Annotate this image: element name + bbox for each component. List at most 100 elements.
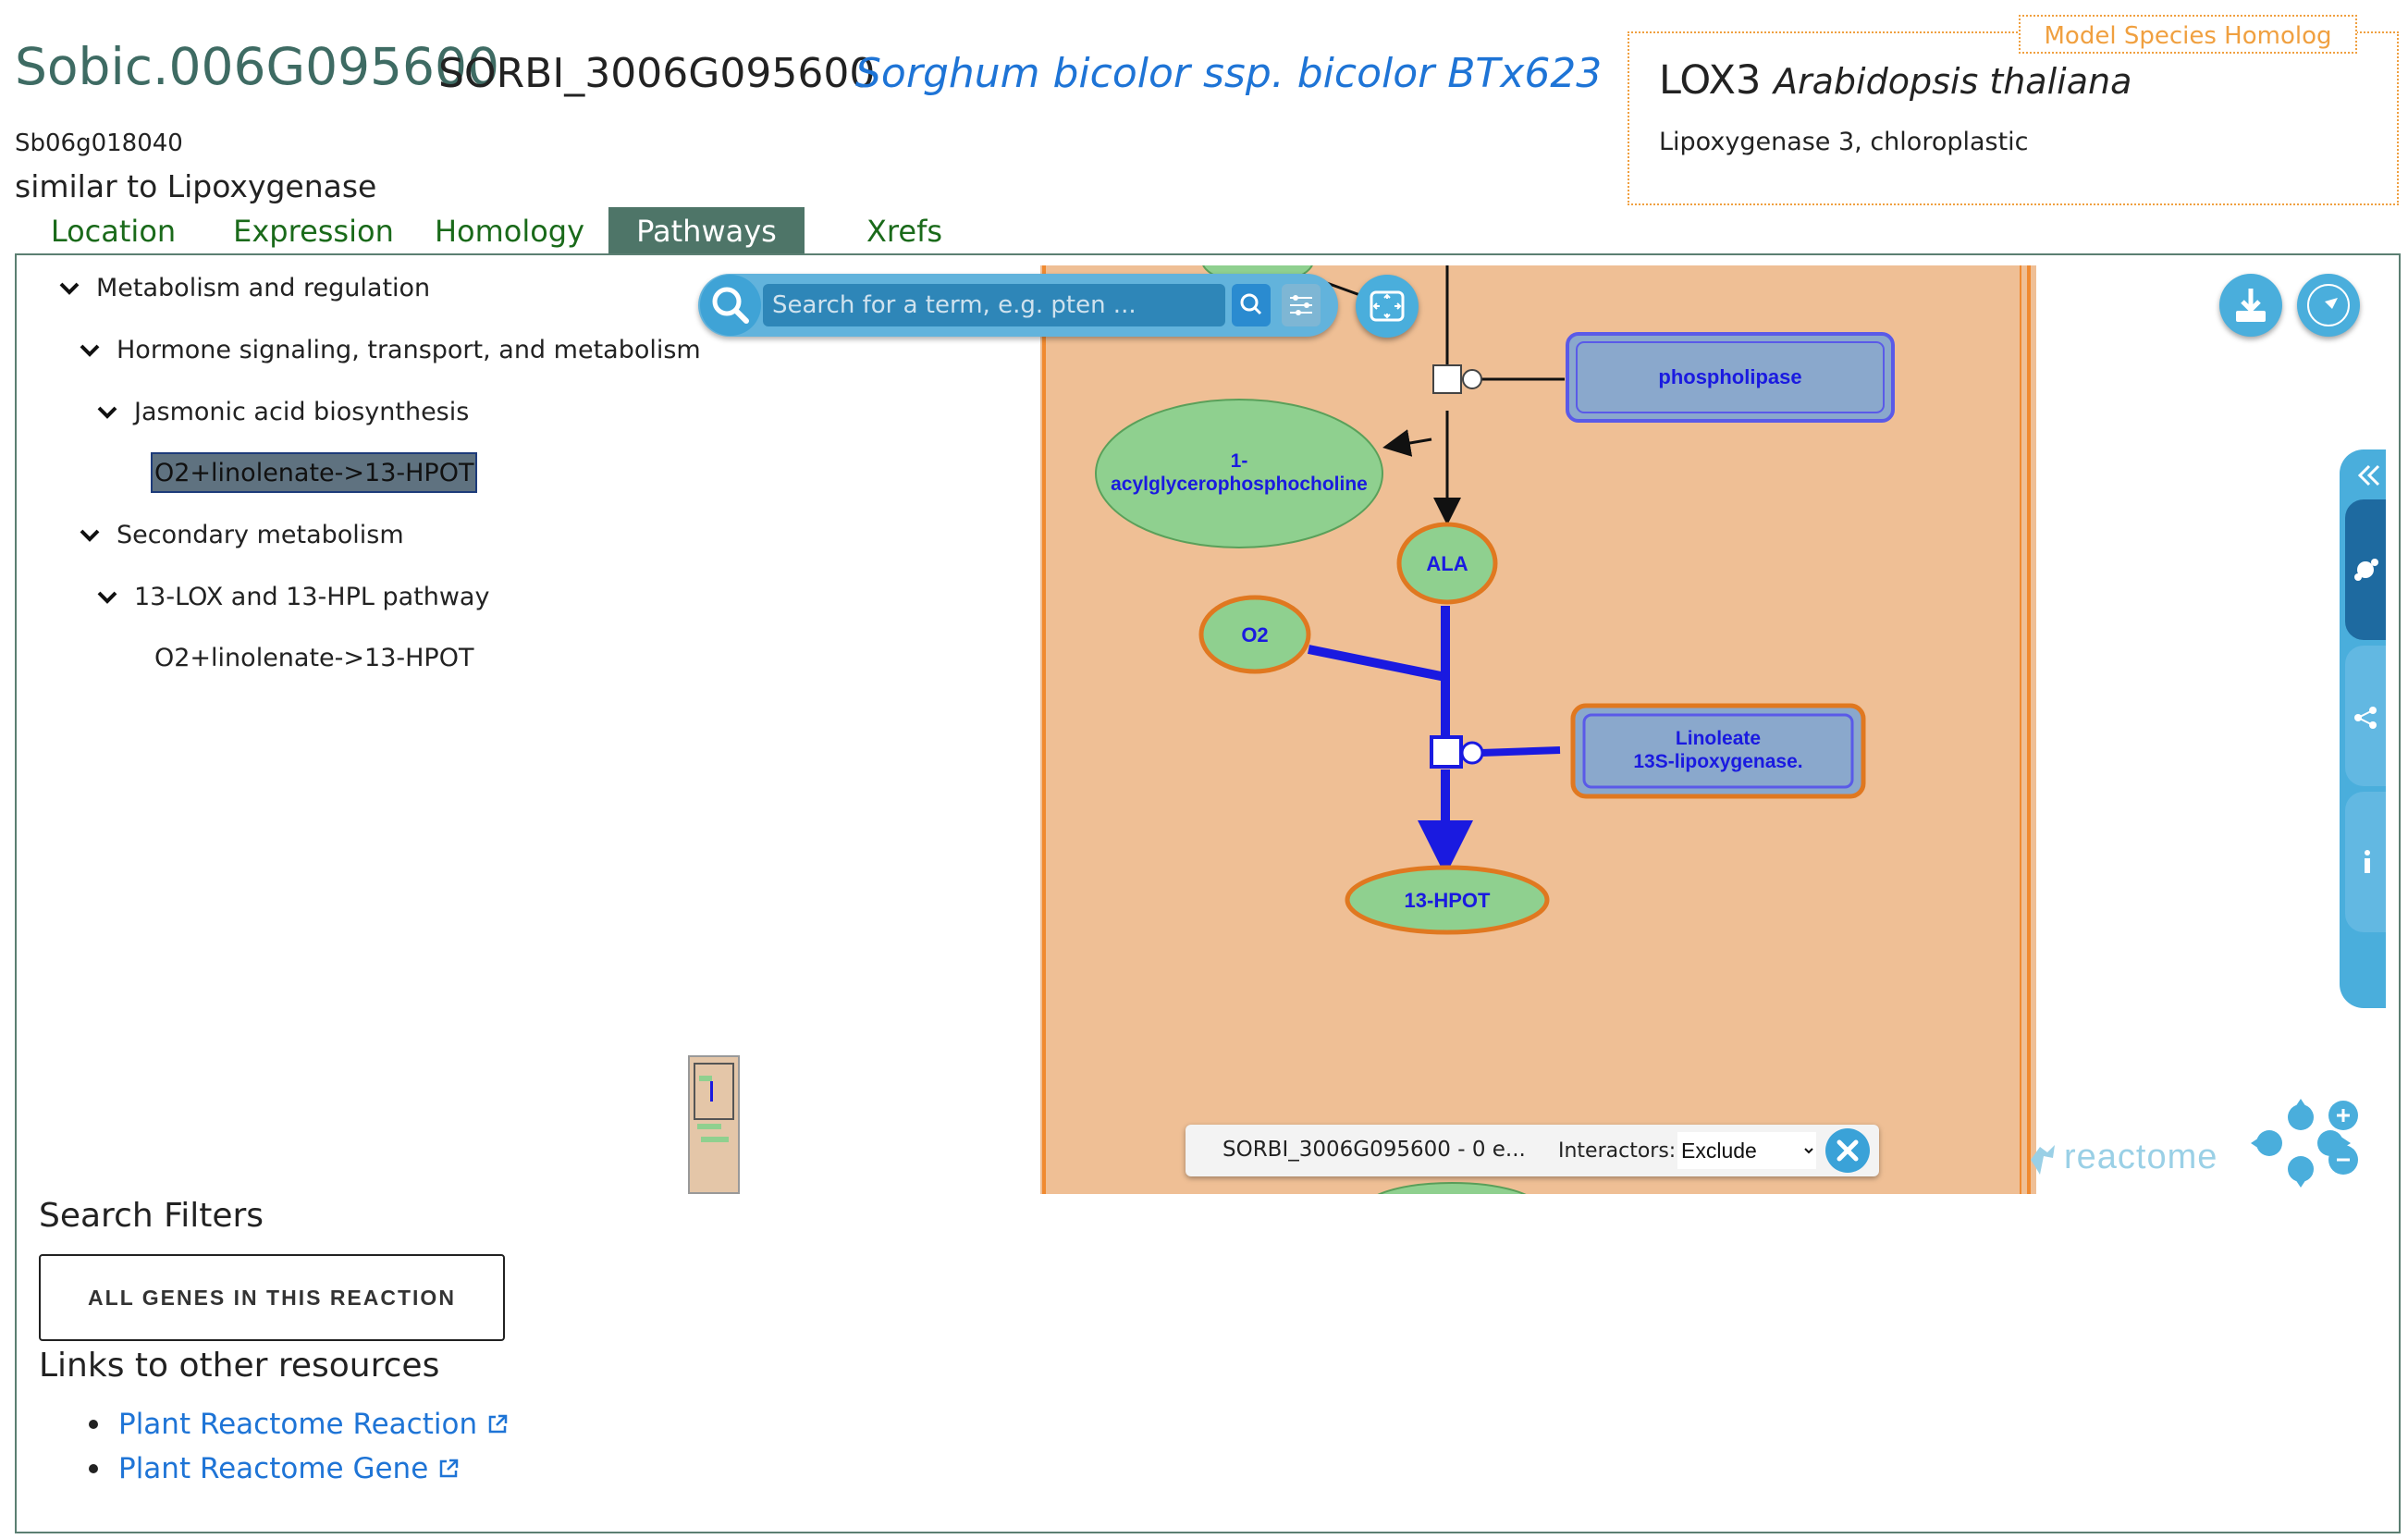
diagram-search-input[interactable] — [763, 284, 1225, 326]
analysis-info-text: SORBI_3006G095600 - 0 e... — [1222, 1138, 1526, 1162]
tree-item-hormone-signaling[interactable]: Hormone signaling, transport, and metabo… — [80, 336, 701, 364]
tree-item-label: 13-LOX and 13-HPL pathway — [134, 583, 490, 611]
fit-diagram-button[interactable] — [1356, 275, 1419, 338]
molecule-icon — [2354, 559, 2378, 581]
gene-id: Sobic.006G095600 — [15, 37, 500, 96]
gene-description: similar to Lipoxygenase — [15, 168, 377, 204]
tab-location[interactable]: Location — [50, 214, 177, 249]
sliders-icon — [1290, 295, 1312, 315]
collapse-panel-button[interactable] — [2345, 453, 2386, 498]
all-genes-in-reaction-button[interactable]: ALL GENES IN THIS REACTION — [39, 1254, 505, 1341]
hpot-label: 13-HPOT — [1405, 889, 1491, 912]
interactors-label: Interactors: — [1558, 1139, 1677, 1163]
reactome-logo: reactome — [2064, 1138, 2218, 1176]
catalyst-circle — [1462, 369, 1482, 389]
tab-share[interactable] — [2345, 646, 2386, 786]
search-options-button[interactable] — [1282, 284, 1321, 326]
download-icon — [2236, 289, 2266, 322]
homolog-label: Model Species Homolog — [2019, 15, 2357, 54]
compass-button[interactable] — [2297, 274, 2360, 337]
species-link[interactable]: Sorghum bicolor ssp. bicolor BTx623 — [855, 50, 1603, 97]
tree-item-jasmonic-acid[interactable]: Jasmonic acid biosynthesis — [97, 398, 469, 426]
tab-xrefs[interactable]: Xrefs — [866, 214, 942, 249]
chevron-down-icon — [97, 591, 117, 604]
tree-item-metabolism[interactable]: Metabolism and regulation — [59, 274, 430, 302]
homolog-name: LOX3 — [1659, 57, 1762, 104]
links-heading: Links to other resources — [39, 1347, 440, 1385]
close-info-bar-button[interactable] — [1825, 1128, 1870, 1173]
acyl-label-line2: acylglycerophosphocholine — [1111, 474, 1368, 495]
tree-item-reaction-selected[interactable]: O2+linolenate->13-HPOT — [151, 452, 478, 493]
o2-label: O2 — [1241, 623, 1268, 646]
link-label: Plant Reactome Reaction — [118, 1408, 478, 1441]
pathways-panel — [15, 253, 2401, 1533]
external-link-icon — [488, 1414, 508, 1434]
tree-item-label: O2+linolenate->13-HPOT — [154, 644, 474, 672]
plus-icon — [2337, 1109, 2350, 1122]
chevron-down-icon — [59, 282, 80, 295]
search-icon — [1240, 293, 1262, 315]
lox-label-line2: 13S-lipoxygenase. — [1633, 751, 1802, 772]
tree-item-label: Metabolism and regulation — [96, 274, 431, 302]
bullet — [89, 1420, 98, 1429]
partial-node-bottom[interactable] — [1364, 1182, 1540, 1194]
tree-item-reaction[interactable]: O2+linolenate->13-HPOT — [154, 644, 473, 672]
close-icon — [1837, 1139, 1859, 1162]
tab-expression[interactable]: Expression — [233, 214, 394, 249]
search-icon — [712, 287, 749, 324]
chevron-down-icon — [80, 344, 100, 357]
lox-label-line1: Linoleate — [1676, 728, 1761, 749]
fullscreen-icon — [1370, 290, 1405, 322]
interactors-select[interactable]: Exclude — [1677, 1132, 1816, 1169]
pathway-diagram[interactable]: phospholipase 1- acylglycerophosphocholi… — [1040, 265, 2036, 1194]
navigation-controls — [2249, 1097, 2356, 1189]
node-ala[interactable] — [1396, 522, 1498, 605]
tree-item-label: Jasmonic acid biosynthesis — [134, 398, 470, 426]
catalyst-circle-active — [1460, 741, 1484, 765]
node-13-hpot[interactable] — [1345, 865, 1550, 935]
chevron-left-icon — [2357, 464, 2380, 486]
tab-info[interactable] — [2345, 792, 2386, 932]
node-linoleate-13s-lipoxygenase[interactable] — [1570, 703, 1866, 799]
share-icon — [2354, 707, 2377, 729]
download-button[interactable] — [2219, 274, 2282, 337]
acyl-label-line1: 1- — [1231, 450, 1248, 472]
sorbi-id: SORBI_3006G095600 — [438, 50, 876, 97]
tree-item-secondary-metabolism[interactable]: Secondary metabolism — [80, 521, 404, 549]
model-species-homolog-box — [1628, 31, 2399, 205]
diagram-canvas: phospholipase 1- acylglycerophosphocholi… — [1042, 265, 2031, 1194]
reaction-node-square[interactable] — [1432, 364, 1462, 394]
link-plant-reactome-reaction[interactable]: Plant Reactome Reaction — [89, 1408, 509, 1441]
homolog-description: Lipoxygenase 3, chloroplastic — [1659, 128, 2029, 156]
minus-icon — [2337, 1158, 2350, 1162]
reactome-logo-icon — [2027, 1141, 2058, 1178]
reaction-node-square-active[interactable] — [1430, 735, 1463, 769]
zoom-in-button[interactable] — [2328, 1101, 2358, 1130]
diagram-thumbnail[interactable] — [688, 1055, 740, 1194]
node-phospholipase[interactable] — [1566, 332, 1895, 423]
link-plant-reactome-gene[interactable]: Plant Reactome Gene — [89, 1452, 460, 1485]
info-icon — [2365, 850, 2370, 873]
zoom-out-button[interactable] — [2328, 1145, 2358, 1175]
tab-pathways[interactable]: Pathways — [608, 207, 805, 255]
bullet — [89, 1464, 98, 1473]
chevron-down-icon — [80, 529, 100, 542]
tab-homology[interactable]: Homology — [434, 214, 585, 249]
tab-molecules[interactable] — [2345, 499, 2386, 640]
tree-item-13-lox-pathway[interactable]: 13-LOX and 13-HPL pathway — [97, 583, 489, 611]
node-acylglycerophosphocholine[interactable] — [1095, 399, 1383, 548]
ala-label: ALA — [1426, 552, 1468, 575]
nav-arrows — [2251, 1099, 2351, 1188]
search-submit-button[interactable] — [1232, 284, 1271, 326]
link-label: Plant Reactome Gene — [118, 1452, 429, 1485]
compass-icon — [2307, 284, 2350, 326]
search-toggle-button[interactable] — [700, 275, 761, 336]
external-link-icon — [440, 1459, 459, 1478]
phospholipase-label: phospholipase — [1658, 365, 1801, 388]
chevron-down-icon — [97, 406, 117, 419]
node-o2[interactable] — [1198, 595, 1311, 674]
homolog-species: Arabidopsis thaliana — [1774, 61, 2132, 102]
tree-item-label: Secondary metabolism — [117, 521, 404, 549]
homolog-title: LOX3 Arabidopsis thaliana — [1659, 57, 2132, 104]
gene-synonym: Sb06g018040 — [15, 129, 183, 157]
